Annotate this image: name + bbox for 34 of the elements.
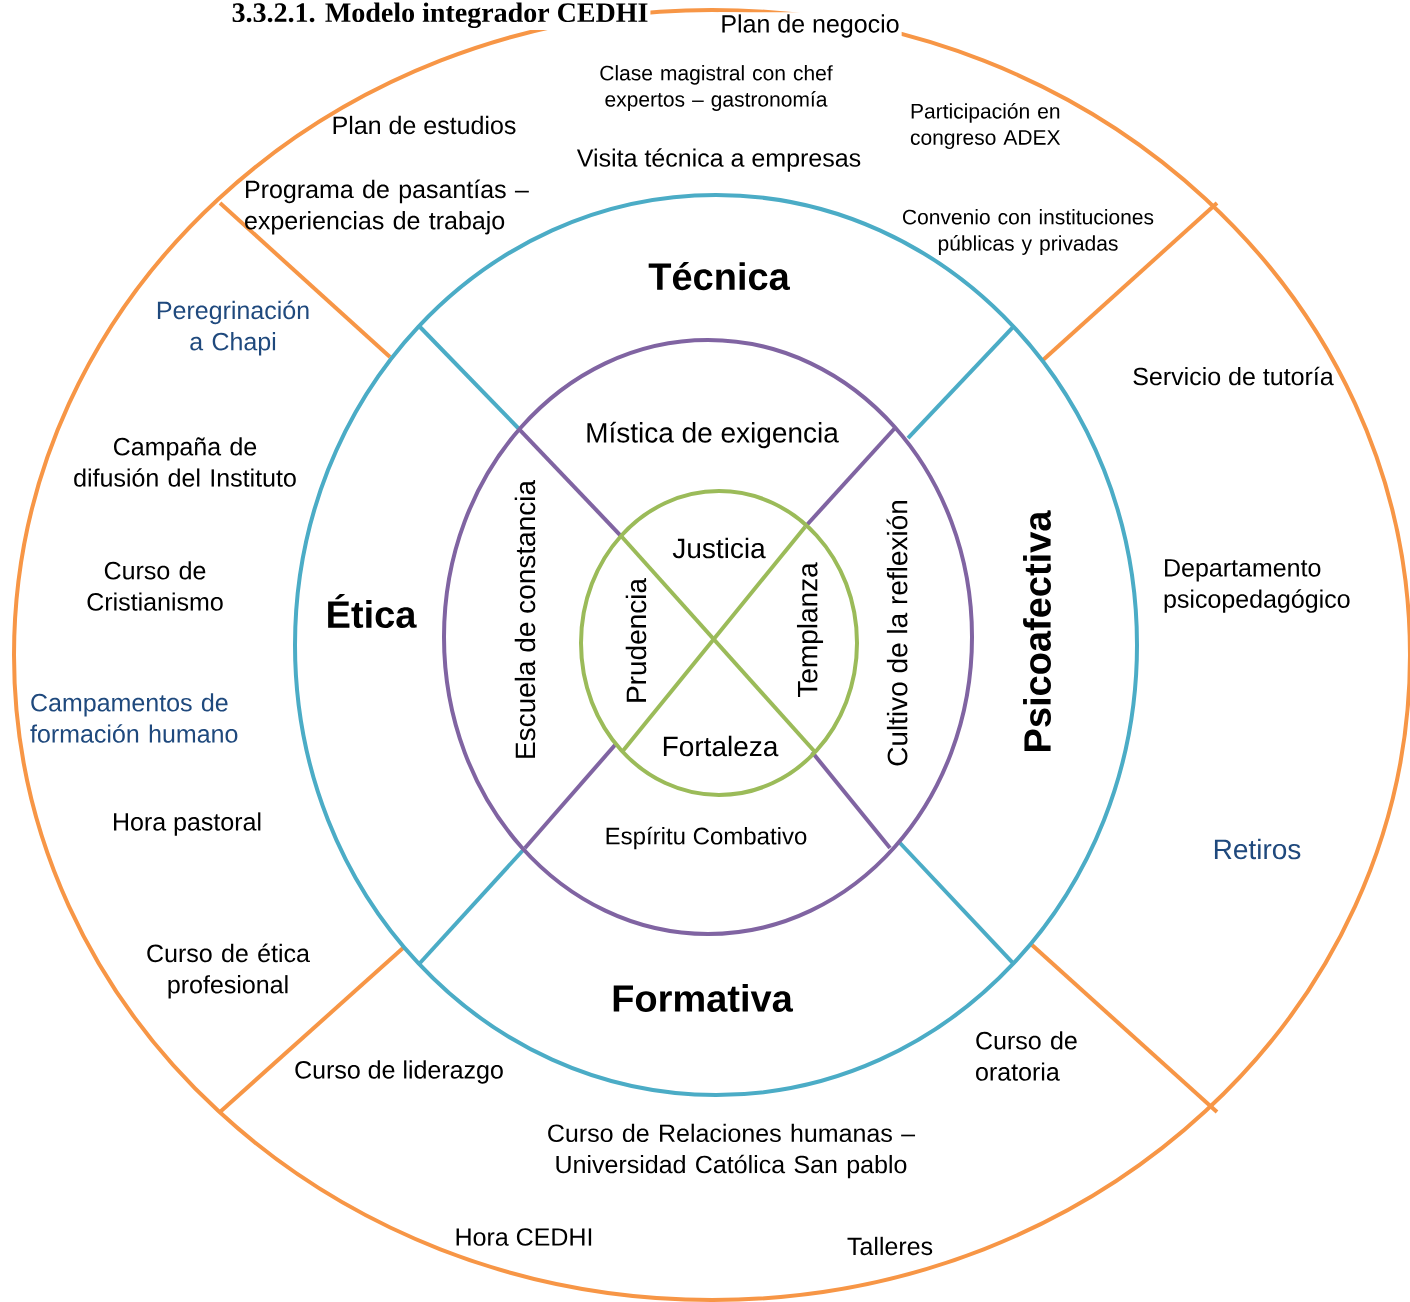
sector-label: Templanza	[796, 562, 824, 698]
sector-label: Espíritu Combativo	[606, 826, 807, 850]
activity-label: Programa de pasantías – experiencias de trabajo	[245, 179, 529, 235]
activity-label: Servicio de tutoría	[1133, 366, 1334, 386]
activity-label: Curso de liderazgo	[295, 1060, 503, 1084]
activity-label: Participación en congreso ADEX	[910, 102, 1061, 150]
sector-label: Prudencia	[625, 577, 647, 702]
activity-label: Curso de Relaciones humanas – Universidad Católica San pablo	[548, 1123, 916, 1179]
sector-label: Escuela de constancia	[514, 479, 536, 758]
activity-label: Hora CEDHI	[456, 1228, 592, 1246]
activity-label: Convenio con instituciones públicas y privadas	[903, 209, 1154, 255]
title: 3.3.2.1. Modelo integrador CEDHI	[229, 0, 651, 30]
activity-label: Departamento psicopedagógico	[1164, 559, 1350, 613]
activity-label: Curso de ética profesional	[147, 943, 310, 999]
sector-label: Mística de exigencia	[587, 421, 839, 449]
sector-heading: Ética	[328, 594, 417, 629]
activity-label: Visita técnica a empresas	[576, 148, 861, 172]
activity-label: Hora pastoral	[114, 812, 261, 836]
activity-label: Peregrinación a Chapi	[157, 300, 309, 356]
sector-label: Cultivo de la reflexión	[886, 501, 908, 766]
activity-label: Talleres	[847, 1236, 933, 1256]
sector-heading: Psicoafectiva	[1023, 510, 1051, 751]
activity-label: Plan de negocio	[718, 12, 902, 40]
activity-label: Plan de estudios	[333, 115, 516, 135]
sector-label: Justicia	[672, 537, 766, 559]
sector-label: Fortaleza	[663, 735, 779, 757]
activity-label: Campamentos de formación humano	[30, 693, 238, 743]
activity-label: Clase magistral con chef expertos – gastronomía	[600, 65, 833, 111]
sector-heading: Formativa	[613, 984, 794, 1012]
activity-label: Campaña de difusión del Instituto	[74, 437, 296, 487]
activity-label: Curso de oratoria	[976, 1031, 1077, 1081]
activity-label: Retiros	[1214, 838, 1301, 860]
activity-label: Curso de Cristianismo	[87, 561, 223, 611]
sector-heading: Técnica	[648, 261, 790, 291]
